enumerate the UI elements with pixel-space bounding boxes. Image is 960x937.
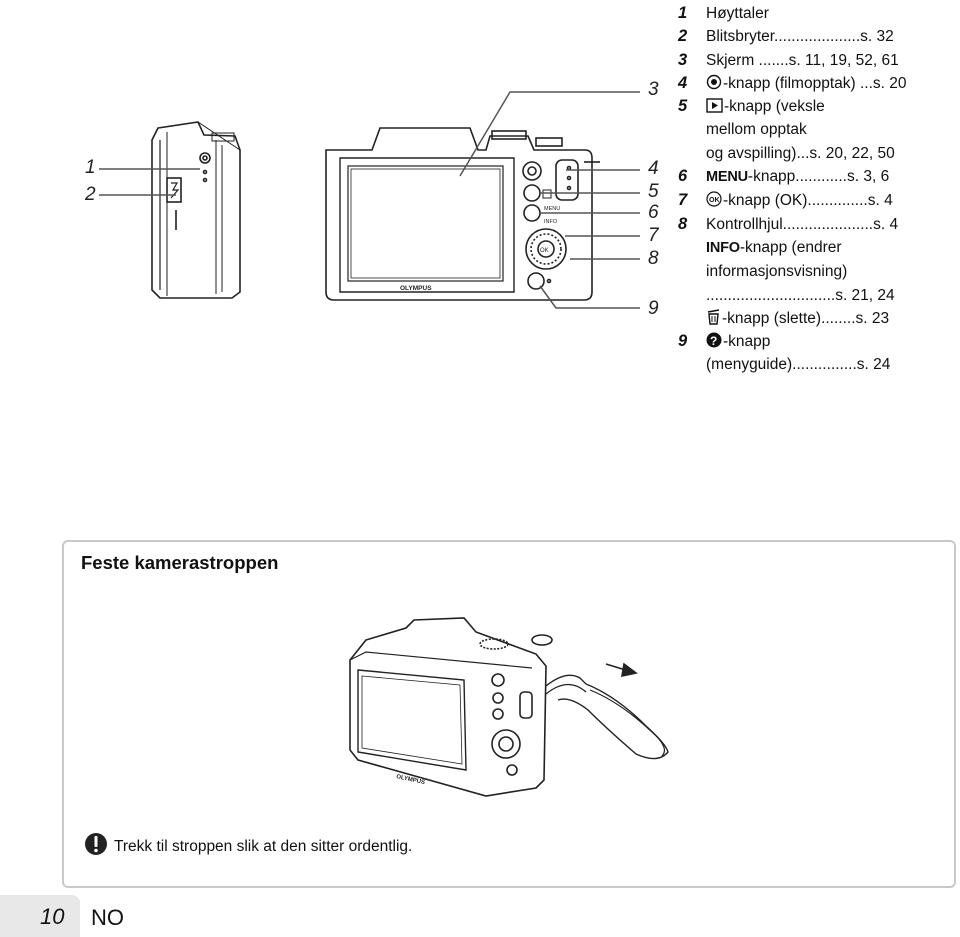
part-item: og avspilling)...s. 20, 22, 50 — [706, 144, 895, 162]
callout-7: 7 — [648, 225, 659, 246]
camera-strap-illustration: OLYMPUS — [349, 617, 669, 797]
callout-2: 2 — [85, 184, 96, 205]
svg-text:?: ? — [710, 334, 717, 348]
info-label: INFO — [706, 239, 740, 256]
part-item: mellom opptak — [706, 121, 807, 139]
svg-text:OLYMPUS: OLYMPUS — [396, 774, 426, 786]
part-item: informasjonsvisning) — [706, 263, 848, 281]
camera-side-view — [151, 121, 241, 299]
caution-icon — [85, 833, 107, 855]
part-item: ..............................s. 21, 24 — [706, 286, 895, 304]
callout-3: 3 — [648, 79, 659, 100]
page-tab — [0, 895, 80, 937]
svg-text:OK: OK — [709, 197, 720, 204]
callout-9: 9 — [648, 298, 659, 319]
movie-record-icon — [706, 74, 722, 90]
ok-icon: OK — [706, 191, 722, 207]
camera-diagram: OLYMPUS MENU INFO OK — [99, 91, 640, 309]
callout-1: 1 — [85, 157, 96, 178]
playback-icon — [706, 98, 723, 113]
callout-5: 5 — [648, 181, 659, 202]
svg-text:INFO: INFO — [544, 219, 558, 225]
svg-text:OK: OK — [540, 248, 549, 254]
part-item: (menyguide)...............s. 24 — [706, 356, 891, 374]
part-item: INFO-knapp (endrer — [706, 238, 842, 256]
camera-back-view: OLYMPUS MENU INFO OK — [325, 127, 600, 301]
page-number: 10 — [40, 904, 65, 929]
callout-6: 6 — [648, 202, 659, 223]
callout-8: 8 — [648, 248, 659, 269]
part-item: 9 ?-knapp — [678, 332, 771, 351]
svg-text:OLYMPUS: OLYMPUS — [400, 285, 432, 292]
part-item: 7 OK-knapp (OK)..............s. 4 — [678, 191, 893, 210]
language-code: NO — [91, 905, 124, 930]
trash-icon — [707, 309, 720, 325]
part-item: 5 -knapp (veksle — [678, 97, 825, 116]
note-text: Trekk til stroppen slik at den sitter or… — [114, 838, 413, 855]
help-icon: ? — [706, 332, 722, 348]
part-item: -knapp (slette)........s. 23 — [678, 307, 960, 330]
strap-section: Feste kamerastroppen OLYMPUS — [62, 540, 956, 888]
menu-label: MENU — [706, 169, 748, 186]
part-item: 4 -knapp (filmopptak) ...s. 20 — [678, 73, 907, 92]
callout-4: 4 — [648, 158, 659, 179]
svg-text:MENU: MENU — [544, 206, 560, 212]
section-title: Feste kamerastroppen — [81, 552, 279, 573]
